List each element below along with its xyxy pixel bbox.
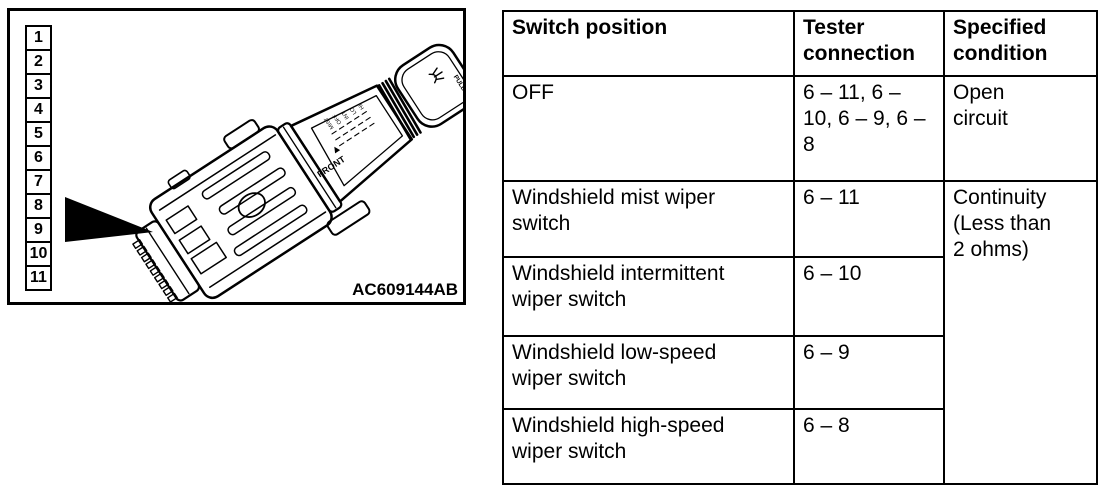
position-label-lo: LO — [349, 105, 358, 115]
table-row: OFF 6 – 11, 6 – 10, 6 – 9, 6 – 8 Open ci… — [502, 75, 1098, 182]
table-header-row: Switch position Tester connection Specif… — [502, 10, 1098, 77]
wiper-switch-drawing: FRONT MIST OFF INT LO HI — [65, 43, 463, 302]
connector-end — [132, 220, 201, 302]
position-label-int: INT — [341, 109, 351, 120]
knurled-ring — [377, 77, 422, 141]
table-row: Windshield high-speed wiper switch 6 – 8 — [502, 408, 1097, 485]
pin-box-7: 7 — [25, 169, 52, 195]
table-row: Windshield low-speed wiper switch 6 – 9 — [502, 335, 1097, 410]
cell-condition-open: Open circuit — [943, 75, 1098, 182]
header-switch-position: Switch position — [502, 10, 795, 77]
pin-box-8: 8 — [25, 193, 52, 219]
table-row: Windshield mist wiper switch 6 – 11 Cont… — [502, 180, 1098, 485]
washer-spray-icon — [428, 67, 445, 84]
pull-label: PULL — [452, 74, 463, 92]
connector-diagram-frame: FRONT MIST OFF INT LO HI — [7, 8, 466, 305]
pin-box-9: 9 — [25, 217, 52, 243]
cell-position-intermittent: Windshield intermittent wiper switch — [502, 256, 795, 337]
header-tester-connection: Tester connection — [793, 10, 945, 77]
table-row: Windshield intermittent wiper switch 6 –… — [502, 256, 1097, 337]
pin-box-4: 4 — [25, 97, 52, 123]
pin-box-1: 1 — [25, 25, 52, 51]
continuity-check-table: Switch position Tester connection Specif… — [502, 10, 1098, 485]
pin-box-5: 5 — [25, 121, 52, 147]
callout-arrow — [65, 197, 153, 242]
cell-condition-continuity: Continuity (Less than 2 ohms) — [943, 180, 1098, 485]
figure-code: AC609144AB — [352, 280, 458, 299]
stalk-knob: PULL — [393, 43, 463, 128]
position-label-off: OFF — [332, 112, 343, 125]
pin-box-3: 3 — [25, 73, 52, 99]
pin-box-2: 2 — [25, 49, 52, 75]
cell-tester-low-speed: 6 – 9 — [793, 335, 945, 410]
pin-box-6: 6 — [25, 145, 52, 171]
pin-number-column: 1 2 3 4 5 6 7 8 9 10 11 — [25, 25, 52, 291]
stalk-markings: MIST OFF INT LO HI — [323, 102, 375, 147]
position-label-hi: HI — [358, 102, 366, 110]
cell-tester-high-speed: 6 – 8 — [793, 408, 945, 485]
cell-position-mist: Windshield mist wiper switch — [502, 180, 795, 258]
cell-tester-off: 6 – 11, 6 – 10, 6 – 9, 6 – 8 — [793, 75, 945, 182]
cell-tester-intermittent: 6 – 10 — [793, 256, 945, 337]
front-label: FRONT — [315, 154, 347, 180]
cell-position-off: OFF — [502, 75, 795, 182]
cell-position-low-speed: Windshield low-speed wiper switch — [502, 335, 795, 410]
pin-box-10: 10 — [25, 241, 52, 267]
header-specified-condition: Specified condition — [943, 10, 1098, 77]
cell-tester-mist: 6 – 11 — [793, 180, 945, 258]
front-arrow-icon — [334, 146, 341, 154]
pin-box-11: 11 — [25, 265, 52, 291]
cell-position-high-speed: Windshield high-speed wiper switch — [502, 408, 795, 485]
